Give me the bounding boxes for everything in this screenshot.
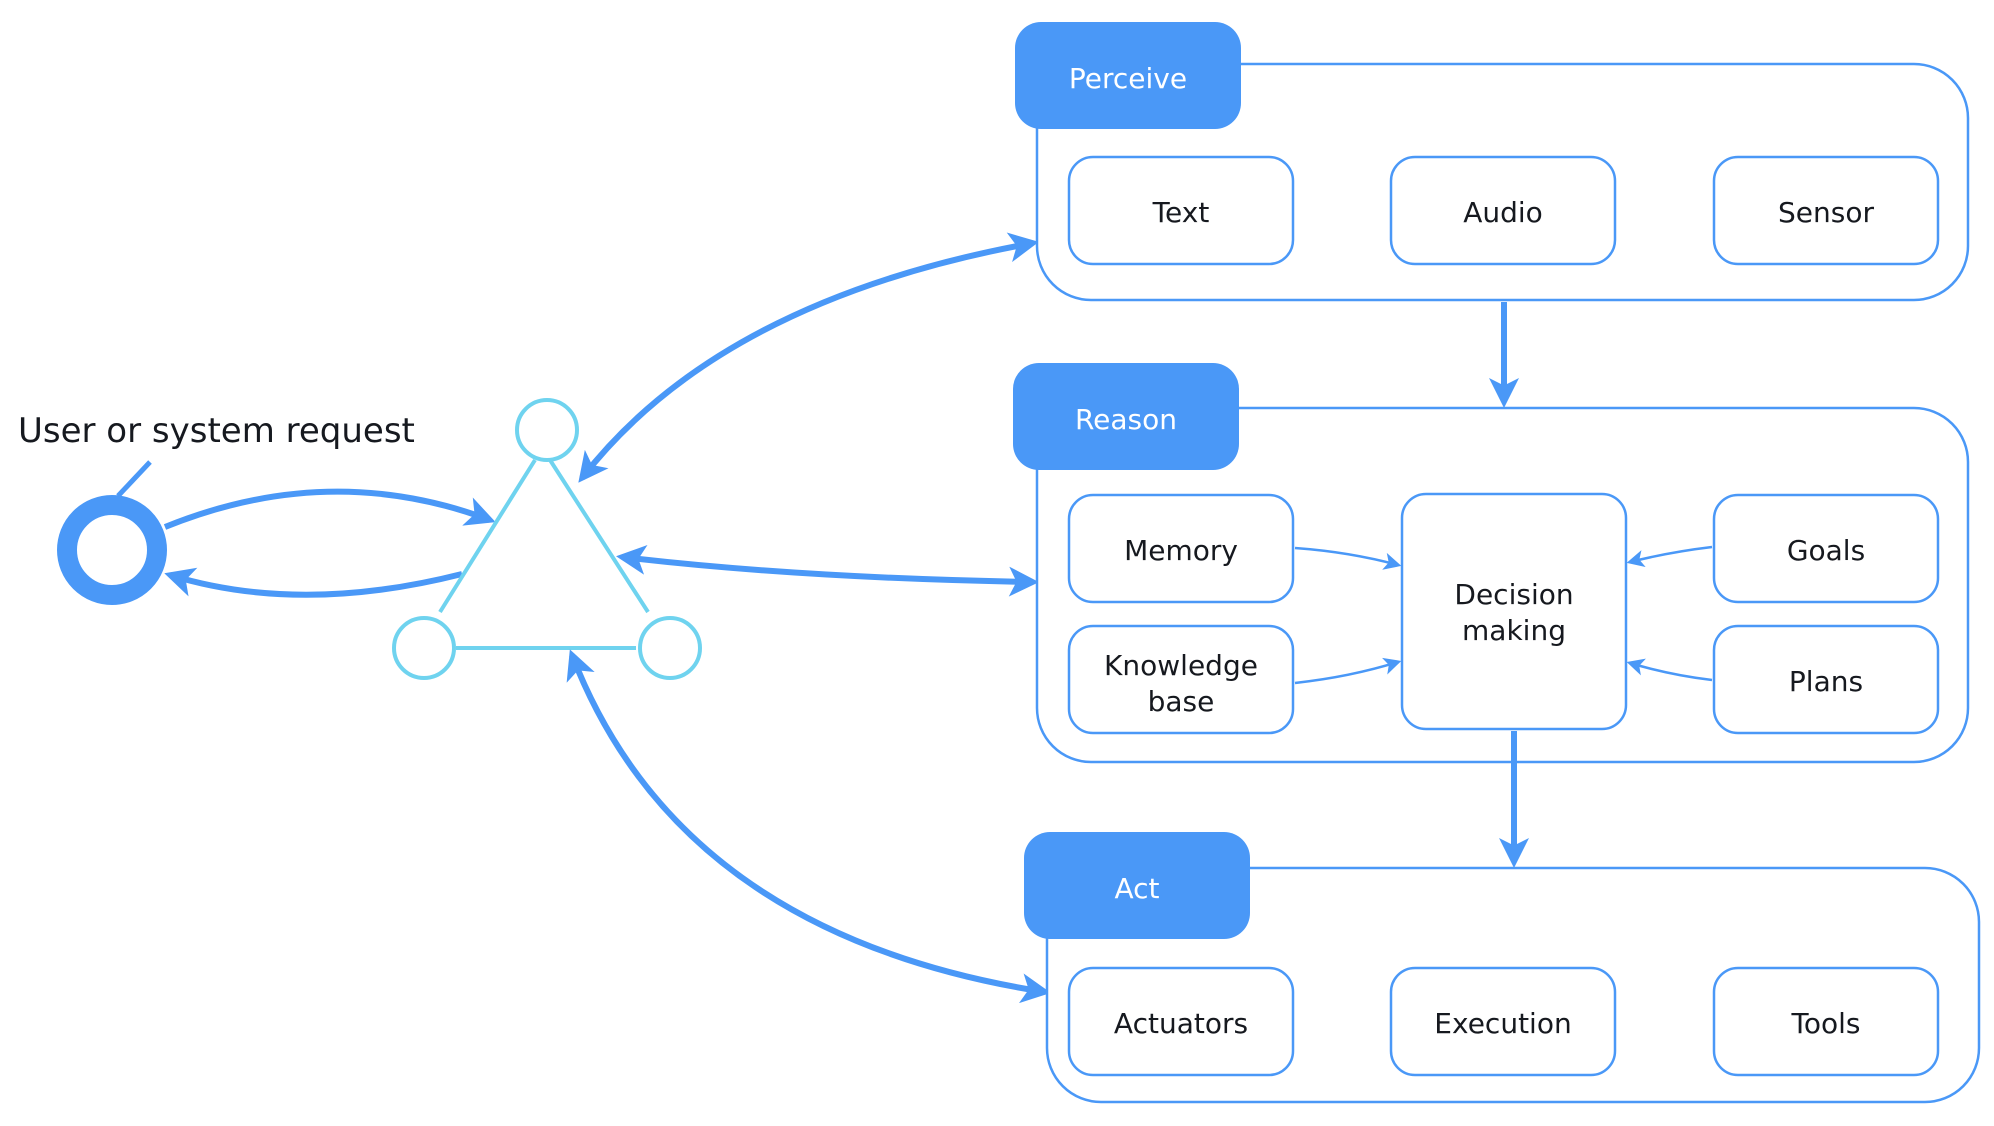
perceive-tab — [1015, 22, 1241, 129]
arrow-agent-reason — [616, 544, 1039, 597]
act-item-execution — [1389, 966, 1617, 1077]
reason-panel: Reason Memory Knowledge base Decision ma… — [1013, 363, 1970, 764]
agent-edges — [438, 458, 650, 650]
perceive-item-text-label: Text — [1152, 196, 1210, 229]
arrow-memory-to-decision — [1294, 546, 1402, 570]
reason-item-memory — [1067, 493, 1295, 604]
reason-item-goals-label: Goals — [1787, 534, 1865, 567]
perceive-item-sensor-label: Sensor — [1778, 196, 1874, 229]
reason-making-label: making — [1462, 614, 1566, 647]
perceive-item-audio — [1389, 155, 1617, 266]
agent-node-right — [638, 616, 702, 680]
act-item-execution-label: Execution — [1434, 1007, 1571, 1040]
arrow-agent-perceive — [578, 232, 1039, 483]
reason-item-knowledge-base — [1067, 624, 1295, 735]
reason-title: Reason — [1075, 403, 1177, 436]
reason-decision-label: Decision — [1454, 578, 1573, 611]
perceive-item-text — [1067, 155, 1295, 266]
perceive-panel: Perceive Text Audio Sensor — [1015, 22, 1970, 302]
arrow-goals-to-decision — [1626, 545, 1713, 568]
act-panel: Act Actuators Execution Tools — [1024, 832, 1981, 1104]
arrow-knowledge-to-decision — [1294, 657, 1402, 685]
act-item-actuators — [1067, 966, 1295, 1077]
reason-item-memory-label: Memory — [1124, 534, 1238, 567]
user-request-leader-line — [116, 460, 152, 498]
reason-item-base-label: base — [1148, 685, 1215, 718]
act-item-tools — [1712, 966, 1940, 1077]
user-request: User or system request — [18, 411, 415, 605]
ring-icon — [57, 495, 167, 605]
act-tab — [1024, 832, 1250, 939]
act-item-tools-label: Tools — [1791, 1007, 1861, 1040]
triangle-network-icon — [392, 398, 702, 680]
reason-item-plans-label: Plans — [1789, 665, 1863, 698]
perceive-item-sensor — [1712, 155, 1940, 266]
agent-node-top — [515, 398, 579, 462]
reason-item-plans — [1712, 624, 1940, 735]
arrow-request-to-agent — [163, 488, 496, 530]
act-item-actuators-label: Actuators — [1114, 1007, 1248, 1040]
reason-tab — [1013, 363, 1239, 470]
arrow-plans-to-decision — [1626, 658, 1713, 682]
act-title: Act — [1114, 872, 1159, 905]
arrow-agent-act — [566, 649, 1051, 1004]
reason-item-knowledge-label: Knowledge — [1104, 649, 1258, 682]
reason-decision-making — [1400, 492, 1628, 731]
perceive-item-audio-label: Audio — [1463, 196, 1543, 229]
agent-node-left — [392, 616, 456, 680]
perceive-title: Perceive — [1069, 62, 1187, 95]
user-request-label: User or system request — [18, 411, 415, 451]
arrow-agent-to-request — [164, 567, 463, 598]
reason-item-goals — [1712, 493, 1940, 604]
